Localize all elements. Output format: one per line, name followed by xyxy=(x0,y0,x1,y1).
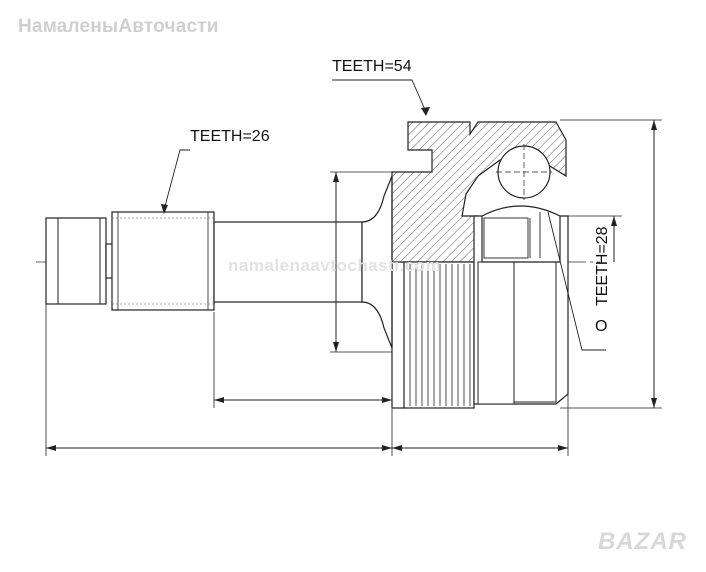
shaft-stub xyxy=(45,217,107,305)
leader-teeth-26 xyxy=(163,149,190,211)
watermark-logo: BAZAR xyxy=(598,528,687,555)
label-teeth-28: TEETH=28 xyxy=(594,226,611,306)
label-teeth-26: TEETH=26 xyxy=(190,128,270,145)
main-shaft xyxy=(213,221,363,303)
splined-shaft xyxy=(111,211,215,311)
watermark-top: НамаленыАвточасти xyxy=(18,16,219,37)
label-teeth-54: TEETH=54 xyxy=(332,58,412,75)
label-o: O xyxy=(595,318,608,335)
abs-ring-teeth xyxy=(409,264,471,406)
watermark-middle: namalenaavtochasti.com xyxy=(228,256,442,275)
leader-teeth-54 xyxy=(332,79,427,113)
abs-ring xyxy=(403,261,475,409)
